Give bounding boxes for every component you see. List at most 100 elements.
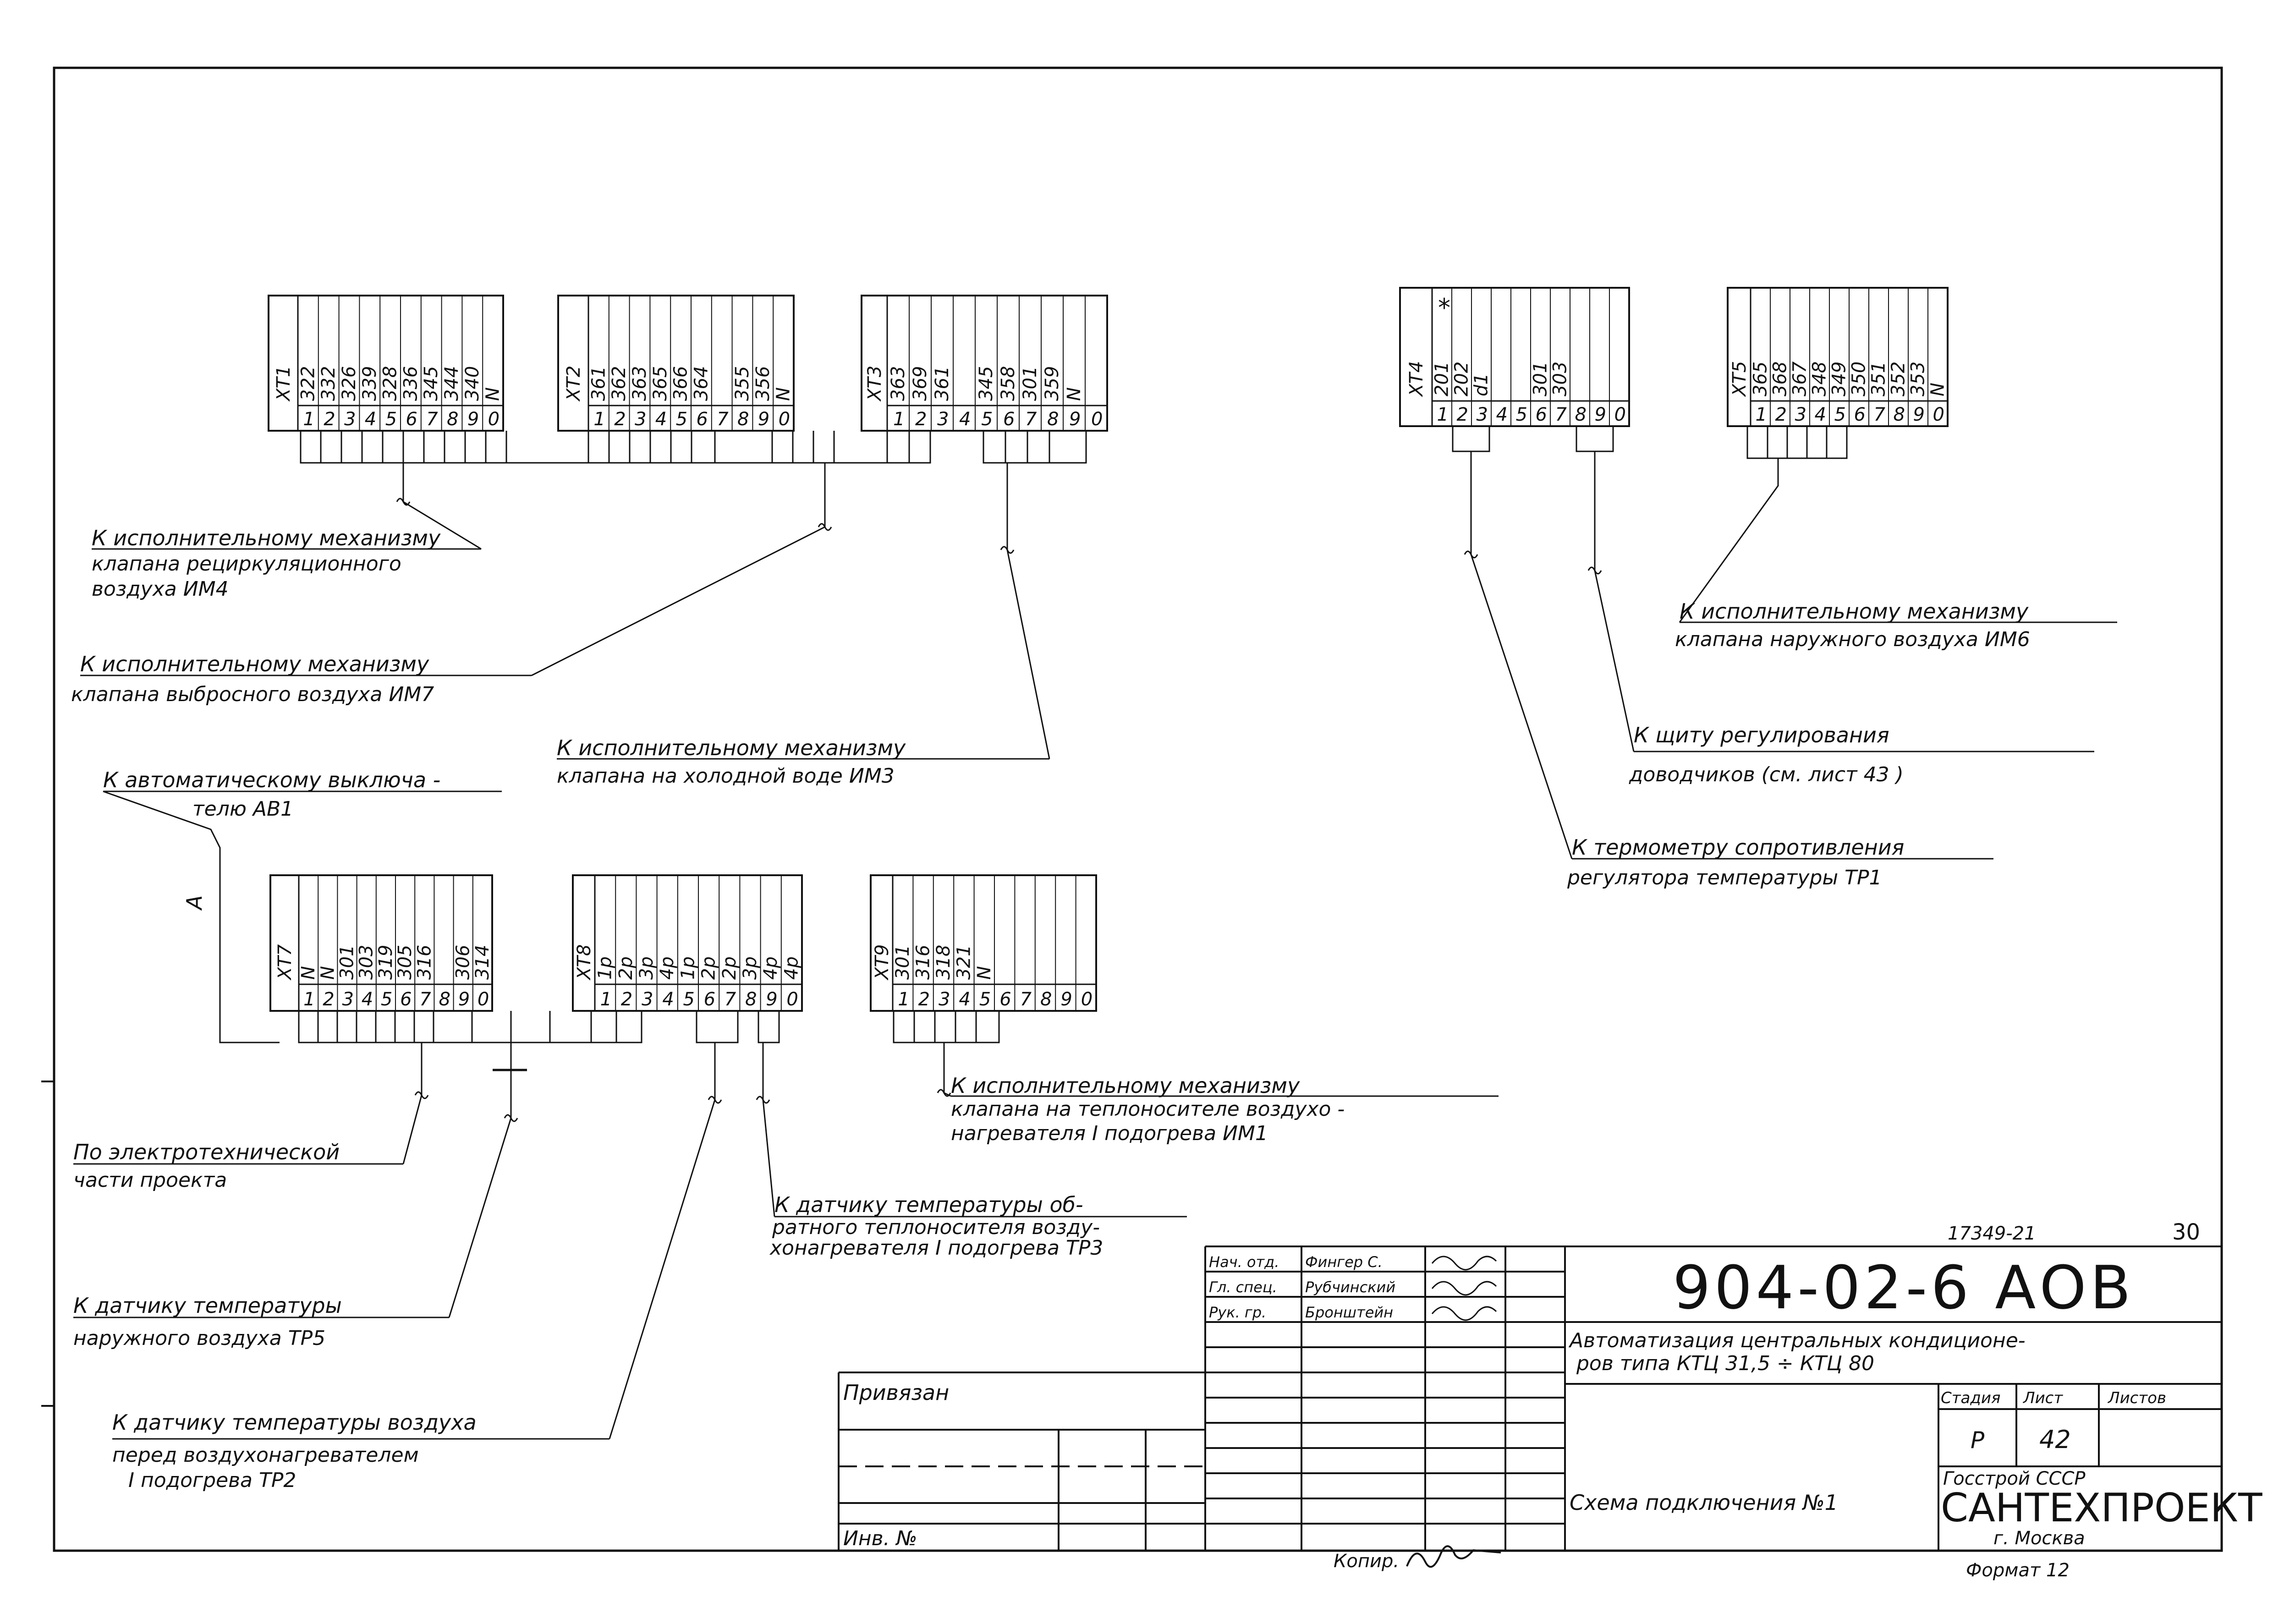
drawing-frame	[53, 66, 2223, 1552]
wire-label: 4p	[657, 956, 678, 980]
terminal-number: 6	[704, 989, 715, 1010]
wire-label: 301	[1530, 362, 1551, 396]
wire-leader	[591, 1011, 642, 1043]
wire-leader	[1594, 570, 1635, 752]
terminal-number: 6	[406, 409, 417, 430]
terminal-number: 5	[981, 409, 993, 430]
terminal-number: 9	[766, 989, 777, 1010]
terminal-number: 0	[1933, 404, 1944, 425]
terminal-number: 1	[303, 409, 314, 430]
wire-leader	[762, 1042, 775, 1217]
terminal-number: 1	[893, 409, 905, 430]
wire-label: 332	[318, 366, 339, 401]
terminal-number: 9	[1069, 409, 1081, 430]
strip-name: XT2	[563, 366, 584, 402]
wire-label: 353	[1908, 362, 1929, 396]
terminal-number: 6	[696, 409, 708, 430]
terminal-number: 0	[1614, 404, 1626, 425]
svg-text:К датчику температуры об-: К датчику температуры об-	[774, 1192, 1083, 1217]
terminal-number: 9	[467, 409, 479, 430]
terminal-number: 7	[1025, 409, 1037, 430]
sheet-value: 42	[2039, 1425, 2071, 1454]
terminal-number: 0	[1091, 409, 1103, 430]
terminal-number: 0	[488, 409, 500, 430]
wire-label: 316	[913, 945, 934, 980]
wire-label: 345	[421, 366, 442, 401]
terminal-number: 5	[385, 409, 397, 430]
terminal-number: 4	[959, 989, 970, 1010]
terminal-number: 9	[458, 989, 470, 1010]
terminal-number: 4	[362, 989, 373, 1010]
wire-label: 344	[441, 366, 462, 401]
label-electro: По электротехнической части проекта	[73, 1140, 403, 1192]
svg-text:По электротехнической: По электротехнической	[73, 1140, 340, 1164]
strip-name: XT9	[872, 944, 893, 981]
wire-leader	[983, 431, 1087, 464]
wire-label: 305	[395, 945, 416, 980]
terminal-number: 4	[662, 989, 674, 1010]
terminal-number: 9	[1595, 404, 1606, 425]
terminal-number: 6	[1003, 409, 1015, 430]
cable-mark	[937, 1089, 951, 1097]
copy-signature	[1406, 1545, 1501, 1568]
wire-label: N	[317, 966, 338, 980]
wire-label: 4p	[781, 956, 802, 980]
wire-label: 306	[453, 945, 474, 980]
wire-label: 316	[414, 945, 435, 980]
cable-mark	[1464, 550, 1478, 559]
wire-label: 314	[472, 945, 493, 980]
wire-label: 1p	[677, 956, 698, 980]
terminal-number: 1	[898, 989, 909, 1010]
terminal-number: 5	[381, 989, 392, 1010]
terminal-number: 5	[1834, 404, 1846, 425]
terminal-number: 1	[1756, 404, 1767, 425]
cable-mark	[504, 1114, 518, 1122]
wire-label: 4p	[760, 956, 781, 980]
wire-label: N	[974, 966, 995, 980]
label-im6: К исполнительному механизму клапана нару…	[1675, 599, 2117, 651]
terminal-number: 4	[1815, 404, 1826, 425]
label-im4: К исполнительному механизму клапана реци…	[92, 526, 481, 601]
cable-mark	[818, 523, 832, 531]
wire-label: 328	[380, 366, 401, 401]
terminal-number: 7	[725, 989, 736, 1010]
wire-label: 356	[752, 366, 774, 401]
signature	[1431, 1256, 1497, 1271]
label-tr3: К датчику температуры об- ратного теплон…	[769, 1192, 1187, 1260]
wire-label: 339	[359, 366, 380, 401]
wire-label: 361	[932, 366, 953, 401]
cable-mark	[414, 1091, 429, 1099]
svg-text:клапана рециркуляционного: клапана рециркуляционного	[92, 552, 401, 576]
terminal-blocks: XT11322233233264339532863367345834493400…	[268, 287, 1949, 1012]
wire-label: 336	[400, 366, 421, 401]
wire-label: 301	[337, 945, 358, 980]
wire-label: d1	[1471, 373, 1492, 396]
svg-text:наружного воздуха ТР5: наружного воздуха ТР5	[73, 1327, 325, 1350]
terminal-number: 3	[937, 409, 949, 430]
wire-label: 326	[339, 366, 360, 401]
wire-label: 366	[670, 366, 692, 401]
wire-leader	[103, 790, 280, 1043]
wire-label: 3p	[740, 956, 761, 980]
corner-number: 30	[2172, 1219, 2200, 1245]
wire-leader	[893, 1011, 1000, 1043]
wire-label: 349	[1829, 362, 1850, 396]
terminal-number: 7	[1020, 989, 1032, 1010]
title-line-2: ров типа КТЦ 31,5 ÷ КТЦ 80	[1576, 1352, 1874, 1375]
svg-text:воздуха ИМ4: воздуха ИМ4	[92, 577, 229, 601]
terminal-number: 2	[1775, 404, 1787, 425]
terminal-number: 8	[1894, 404, 1905, 425]
inventory-number-label: Инв. №	[843, 1527, 917, 1550]
wire-leader	[696, 1011, 739, 1043]
terminal-number: 6	[1536, 404, 1547, 425]
wire-label: N	[1927, 383, 1949, 396]
terminal-number: 9	[758, 409, 769, 430]
svg-text:К щиту регулирования: К щиту регулирования	[1634, 723, 1889, 747]
wire-leader	[1006, 463, 1050, 759]
svg-text:К исполнительному механизму: К исполнительному механизму	[557, 735, 906, 760]
star-mark: *	[1438, 293, 1450, 322]
terminal-number: 4	[1496, 404, 1508, 425]
